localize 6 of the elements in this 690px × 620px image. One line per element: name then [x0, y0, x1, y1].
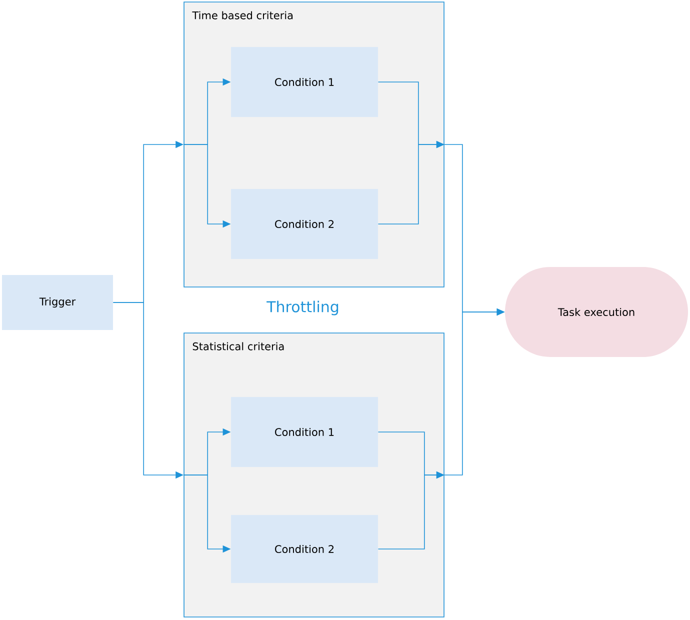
process-box: Condition 2	[231, 515, 378, 583]
process-box: Condition 1	[231, 47, 378, 117]
diagram-label: Throttling	[266, 300, 338, 316]
process-box: Condition 2	[231, 189, 378, 259]
process-box: Trigger	[2, 275, 113, 330]
process-box: Condition 1	[231, 397, 378, 467]
